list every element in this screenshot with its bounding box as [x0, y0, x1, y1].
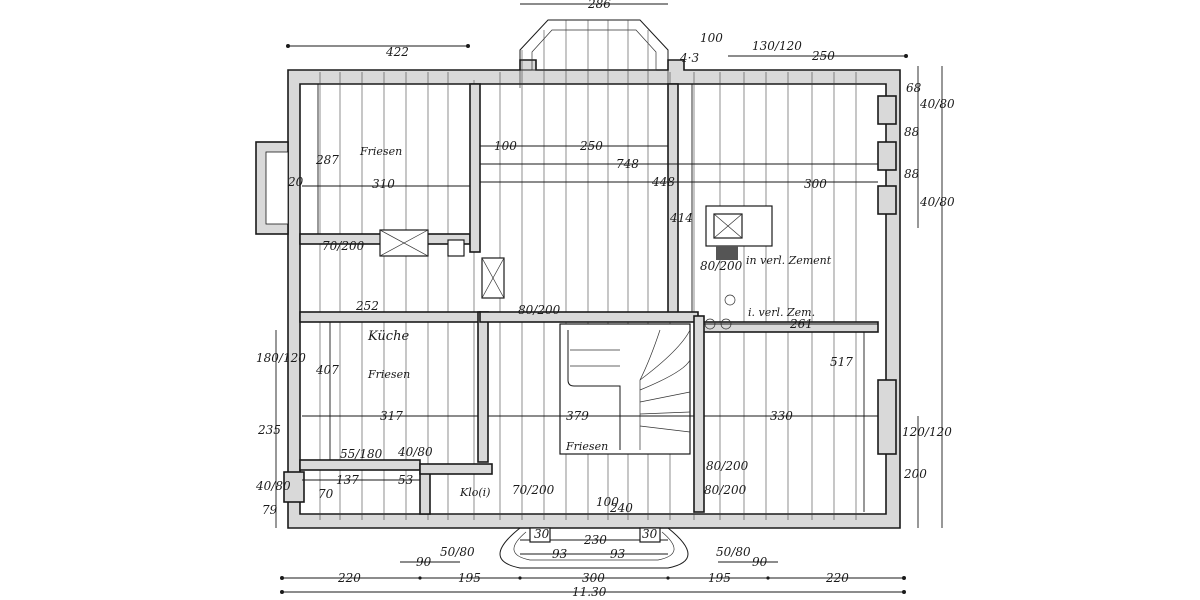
dim-label: 240 [609, 501, 633, 515]
dim-label: 300 [804, 177, 827, 191]
room-labels: Friesen Küche Friesen Friesen Klo(i) in … [359, 145, 832, 499]
dim-label: 100 [596, 495, 619, 509]
note-cement-2: i. verl. Zem. [748, 306, 815, 319]
dim-label: 137 [336, 473, 359, 487]
chimney-boxes [379, 205, 773, 330]
dim-label: 68 [906, 81, 922, 95]
dim-label-total: 11.30 [572, 585, 607, 599]
dim-label: 220 [825, 571, 849, 585]
dim-label: 448 [651, 175, 675, 189]
dim-label: 53 [398, 473, 414, 487]
dim-label: 220 [337, 571, 361, 585]
room-label-kitchen: Küche [367, 329, 409, 344]
bay-window-top [519, 19, 669, 88]
dim-label: 80/200 [704, 483, 747, 497]
dim-label: 90 [416, 555, 432, 569]
dim-label: 80/200 [700, 259, 743, 273]
dim-label: 100 [494, 139, 517, 153]
dim-label: 40/80 [397, 445, 433, 459]
dim-label: 414 [669, 211, 693, 225]
dim-label: 120/120 [902, 425, 952, 439]
chimney-box-3 [705, 205, 773, 247]
dim-label: 286 [587, 0, 611, 11]
entrance-steps [499, 527, 689, 569]
room-label-frieze-top: Friesen [359, 145, 402, 158]
dim-label: 235 [257, 423, 281, 437]
dim-label: 130/120 [752, 39, 802, 53]
dim-label: 93 [552, 547, 568, 561]
dim-label: 40/80 [919, 195, 955, 209]
dim-label: 250 [579, 139, 603, 153]
dim-label: 30 [534, 527, 550, 541]
dim-label: 748 [616, 157, 639, 171]
dim-label: 200 [903, 467, 927, 481]
dim-label: 55/180 [340, 447, 383, 461]
dim-label: 310 [372, 177, 395, 191]
dim-label: 70 [318, 487, 334, 501]
dim-label: 40/80 [919, 97, 955, 111]
dim-label: 379 [566, 409, 589, 423]
dim-label: 50/80 [440, 545, 475, 559]
dim-label: 230 [583, 533, 607, 547]
dim-label: 88 [904, 167, 920, 181]
dim-label: 317 [380, 409, 403, 423]
dim-label: 100 [700, 31, 723, 45]
dim-label: 90 [752, 555, 768, 569]
dim-label: 422 [385, 45, 409, 59]
dimension-lines [275, 3, 943, 594]
dim-label: 80/200 [706, 459, 749, 473]
dim-label: 20 [287, 175, 304, 189]
dim-label: 70/200 [322, 239, 365, 253]
dim-label: 79 [262, 503, 278, 517]
dimension-labels: 286 422 250 100 4·3 130/120 68 40/80 88 … [255, 0, 955, 599]
dim-label: 250 [811, 49, 835, 63]
dim-label: 30 [642, 527, 658, 541]
dim-label: 70/200 [512, 483, 555, 497]
note-cement: in verl. Zement [746, 254, 832, 267]
dim-label: 300 [582, 571, 605, 585]
dim-label: 88 [904, 125, 920, 139]
room-label-toilet: Klo(i) [459, 486, 490, 499]
dim-label: 93 [610, 547, 626, 561]
dim-label: 261 [789, 317, 813, 331]
dim-label: 80/200 [518, 303, 561, 317]
dim-label: 517 [830, 355, 853, 369]
dim-label: 4·3 [679, 51, 699, 65]
outer-walls [255, 59, 901, 529]
dim-label: 180/120 [256, 351, 306, 365]
dim-label: 330 [770, 409, 793, 423]
dim-label: 50/80 [716, 545, 751, 559]
dim-label: 195 [458, 571, 481, 585]
room-label-kitchen-frieze: Friesen [367, 368, 410, 381]
dim-label: 252 [355, 299, 379, 313]
staircase [559, 323, 691, 455]
room-label-hall-frieze: Friesen [565, 440, 608, 453]
dim-label: 407 [315, 363, 339, 377]
dim-label: 195 [708, 571, 731, 585]
dim-label: 40/80 [255, 479, 291, 493]
dim-label: 287 [315, 153, 339, 167]
